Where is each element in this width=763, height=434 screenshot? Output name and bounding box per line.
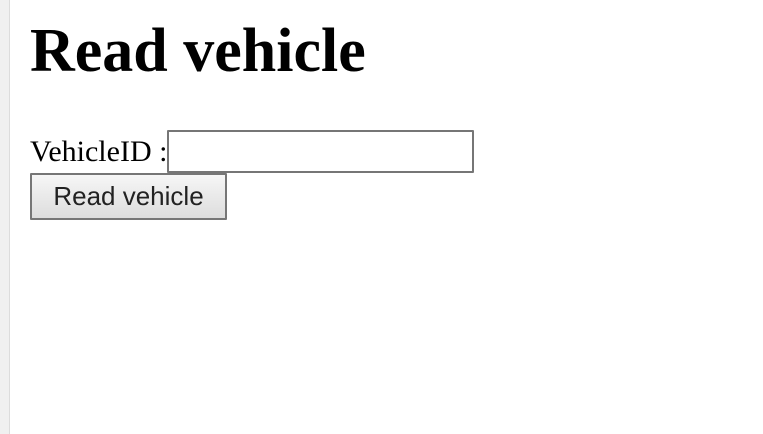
page-title: Read vehicle xyxy=(30,17,366,85)
window-left-edge xyxy=(0,0,10,434)
vehicle-id-row: VehicleID : xyxy=(30,130,475,173)
read-vehicle-button[interactable]: Read vehicle xyxy=(30,173,227,220)
vehicle-id-input[interactable] xyxy=(167,130,475,173)
vehicle-id-label: VehicleID : xyxy=(30,135,168,168)
